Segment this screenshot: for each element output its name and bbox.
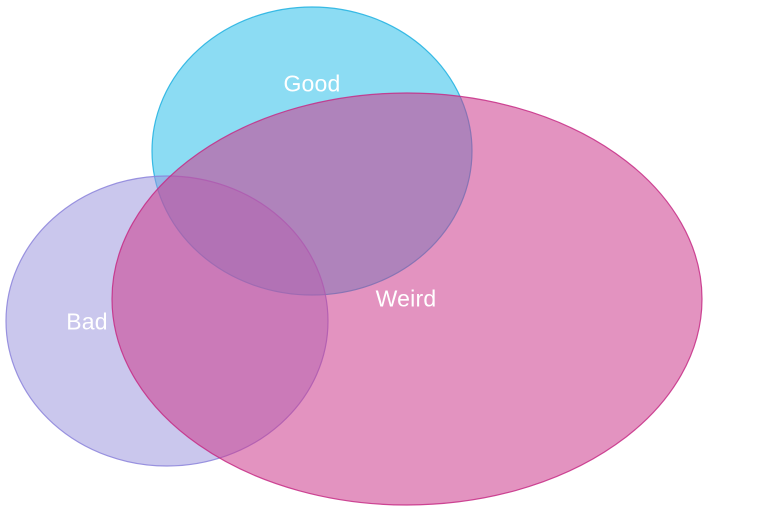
set-bad-label: Bad [66, 308, 108, 335]
set-weird-label: Weird [375, 285, 437, 312]
set-good-label: Good [283, 70, 341, 97]
set-weird-ellipse [111, 92, 703, 506]
